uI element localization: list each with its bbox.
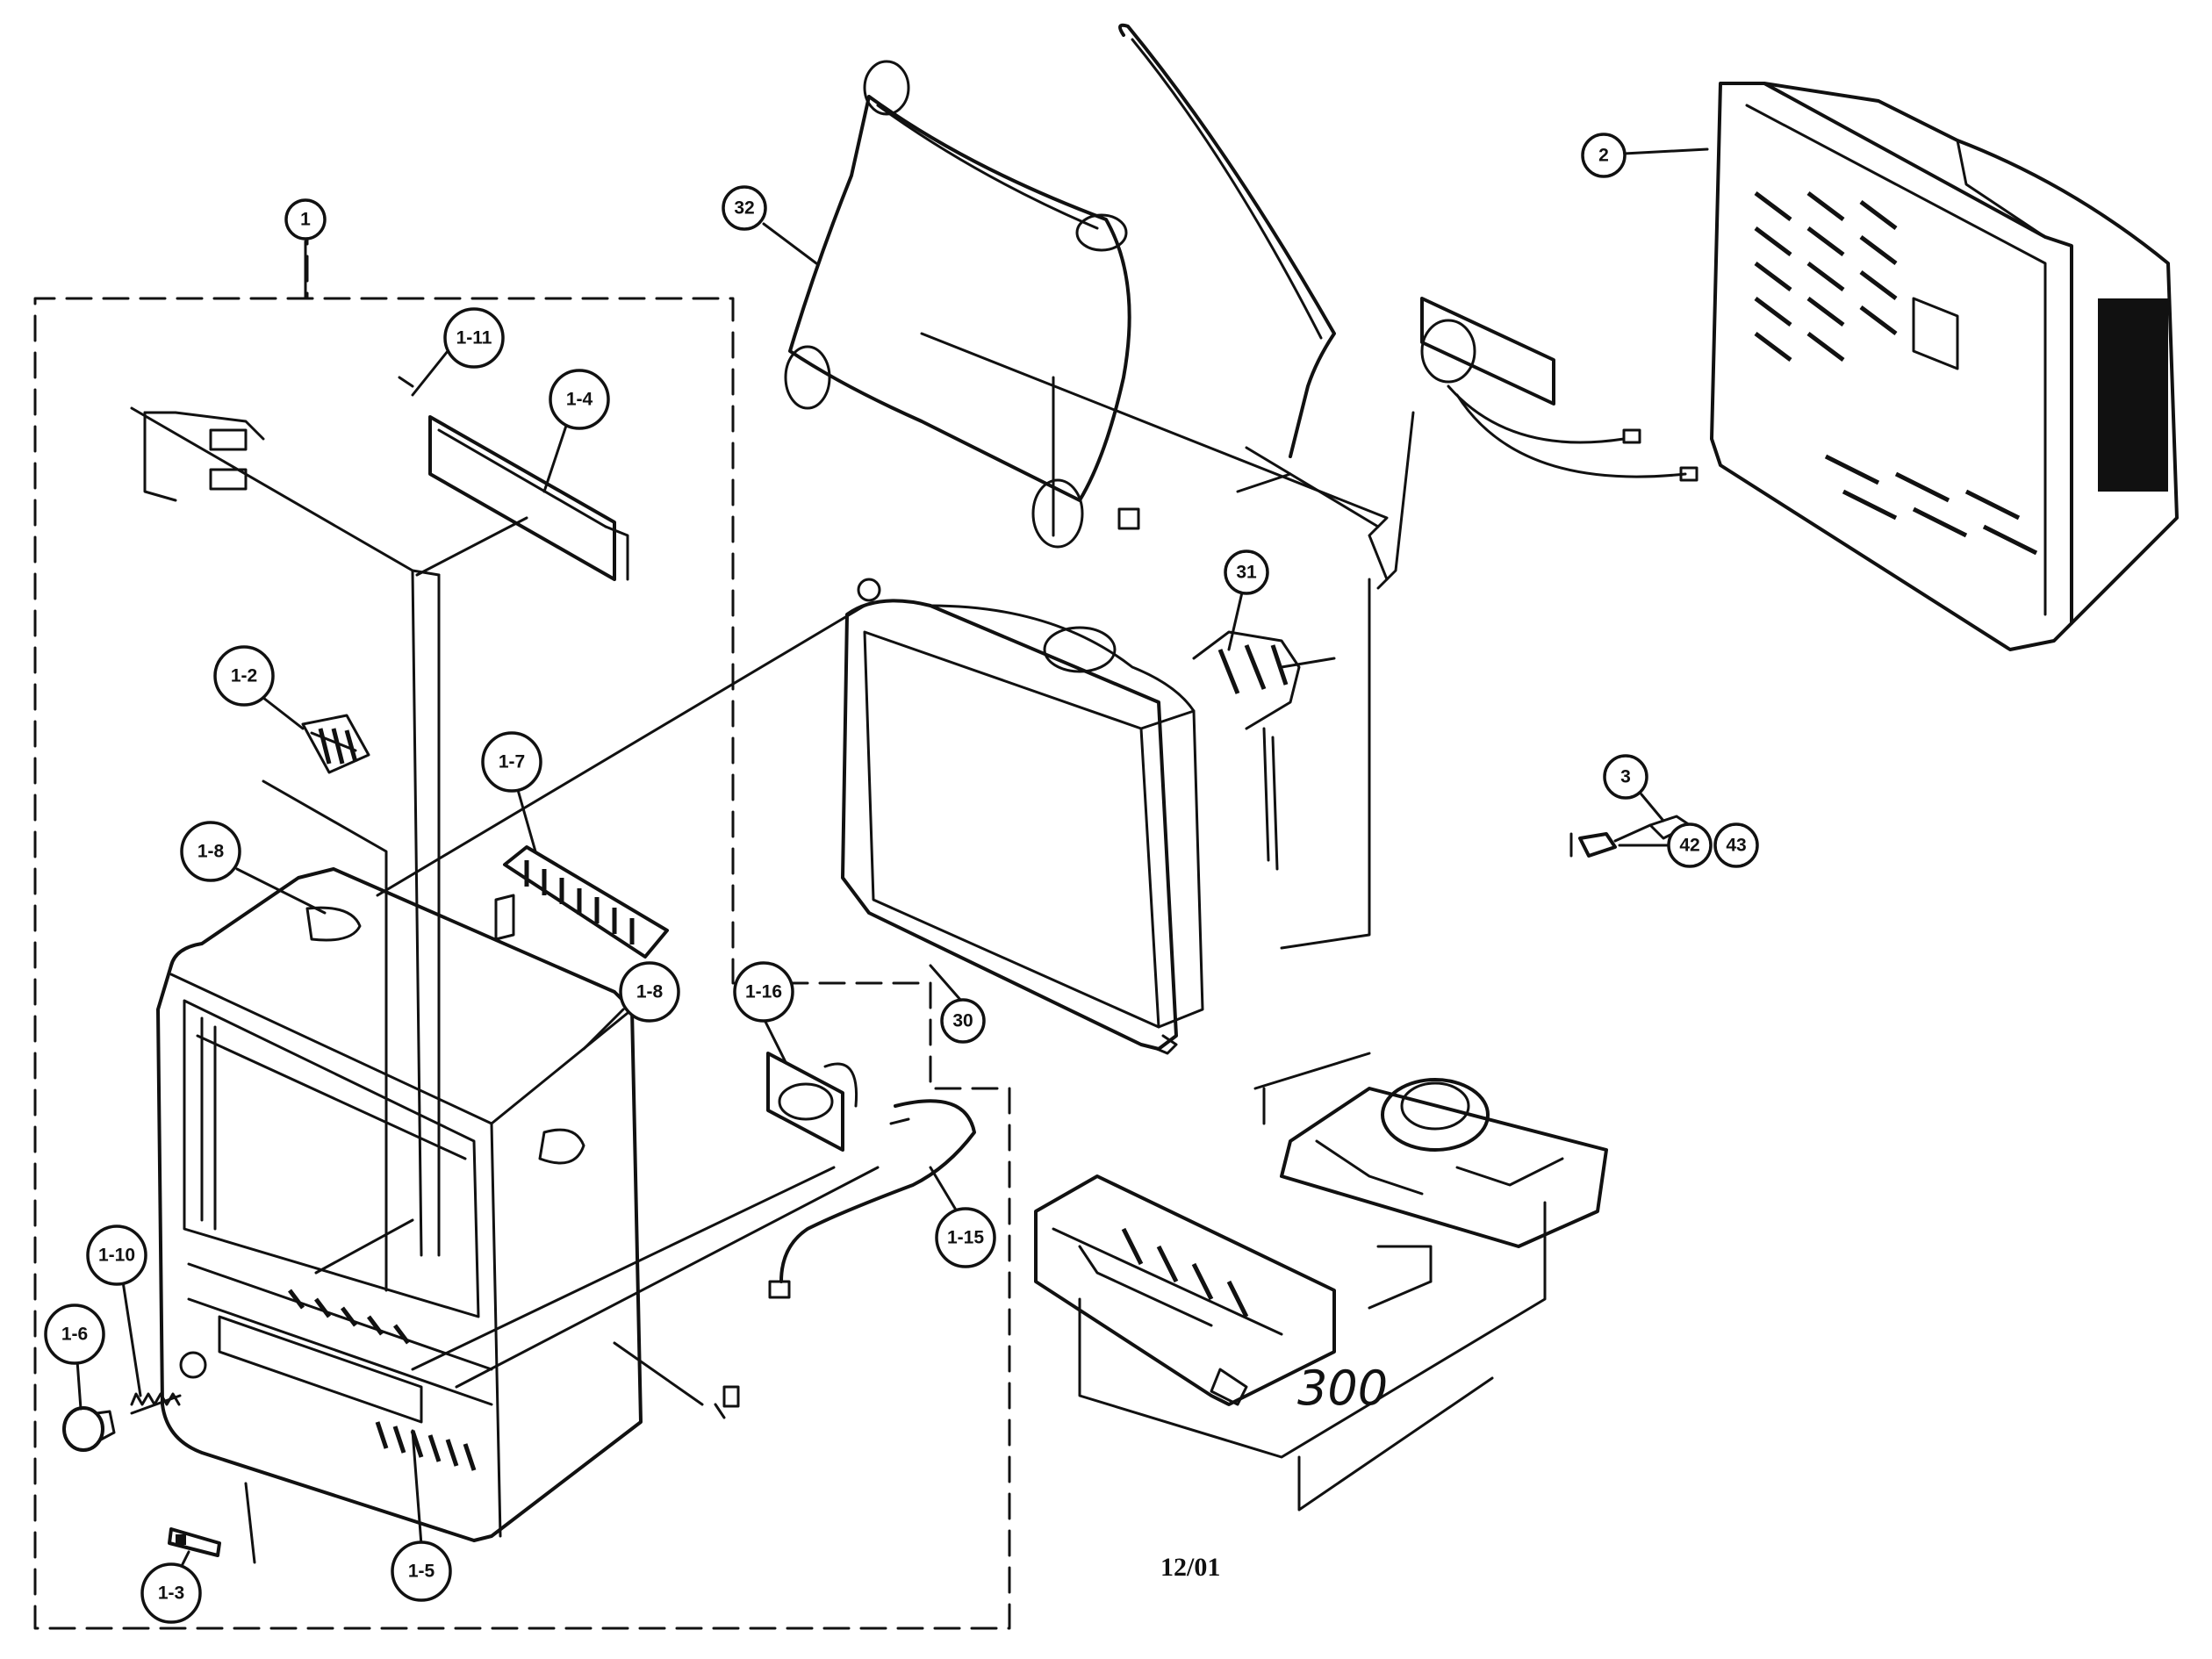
- part-1-4-bracket: [143, 376, 629, 581]
- callout-43: 43: [1713, 822, 1759, 868]
- callout-1-5: 1-5: [391, 1429, 452, 1602]
- callout-1-11: 1-11: [411, 307, 505, 397]
- callout-1-5-text: 1-5: [408, 1562, 435, 1582]
- part-300-vcr-mechanism: [1034, 1078, 1608, 1406]
- callout-1-2-text: 1-2: [231, 666, 257, 686]
- callout-43-text: 43: [1726, 836, 1746, 856]
- callout-32: 32: [722, 185, 818, 265]
- handwritten-part-number: 300: [1297, 1361, 1388, 1416]
- part-1-6-knob: [62, 1406, 116, 1452]
- callout-1-10-text: 1-10: [98, 1246, 135, 1266]
- callout-1-8-upper-text: 1-8: [198, 842, 225, 862]
- callout-3: 3: [1603, 754, 1665, 822]
- crt-socket-board: [1420, 297, 1698, 482]
- callout-3-text: 3: [1620, 767, 1631, 787]
- cabinet-front: [156, 867, 643, 1542]
- callout-1-8-lower: 1-8: [582, 961, 680, 1051]
- ground-strap: [1118, 23, 1336, 458]
- callout-31-text: 31: [1236, 563, 1257, 583]
- callout-2: 2: [1581, 133, 1709, 178]
- callout-42: 42: [1618, 822, 1713, 868]
- callout-31: 31: [1224, 549, 1269, 651]
- callout-1-4: 1-4: [542, 369, 610, 493]
- group-1-boundary: [33, 218, 1011, 1630]
- part-1-10-spring: [130, 1392, 182, 1415]
- callout-32-text: 32: [734, 198, 754, 219]
- callout-1-15: 1-15: [929, 1166, 996, 1268]
- callout-30-text: 30: [952, 1011, 973, 1031]
- callout-1-8-lower-text: 1-8: [636, 982, 664, 1002]
- callout-1-4-text: 1-4: [566, 390, 593, 410]
- callout-1-10: 1-10: [86, 1224, 147, 1397]
- part-1-15-cable: [768, 1099, 976, 1299]
- part-1-16-speaker: [766, 1052, 858, 1152]
- part-1-3-bracket: [168, 1527, 221, 1557]
- callout-2-text: 2: [1598, 146, 1609, 166]
- callout-1-7-text: 1-7: [499, 752, 525, 772]
- part-1-7-board: [494, 845, 669, 959]
- cabinet-tab: [722, 1385, 740, 1408]
- callout-1-text: 1: [300, 210, 311, 230]
- leader-lines: [130, 332, 1547, 1564]
- callout-1-15-text: 1-15: [947, 1228, 984, 1248]
- part-32-degauss-coil: [784, 60, 1140, 549]
- callout-1-16-text: 1-16: [745, 982, 782, 1002]
- callout-1-6-text: 1-6: [61, 1325, 88, 1345]
- callout-1-3: 1-3: [140, 1550, 202, 1624]
- callout-1-8-upper: 1-8: [180, 821, 327, 915]
- callout-42-text: 42: [1679, 836, 1699, 856]
- callout-30: 30: [929, 964, 986, 1044]
- callout-1-16: 1-16: [733, 961, 794, 1064]
- part-2-back-cabinet: [1710, 82, 2179, 651]
- callout-1-7: 1-7: [481, 731, 542, 853]
- callout-1-6: 1-6: [44, 1304, 105, 1411]
- callout-1-2: 1-2: [213, 645, 305, 730]
- callout-1-3-text: 1-3: [158, 1584, 184, 1604]
- part-30-crt: [841, 578, 1336, 1055]
- part-1-2-switch: [301, 714, 370, 774]
- date-code: 12/01: [1160, 1553, 1220, 1582]
- callout-1-11-text: 1-11: [456, 328, 492, 348]
- callout-1: 1: [284, 198, 327, 300]
